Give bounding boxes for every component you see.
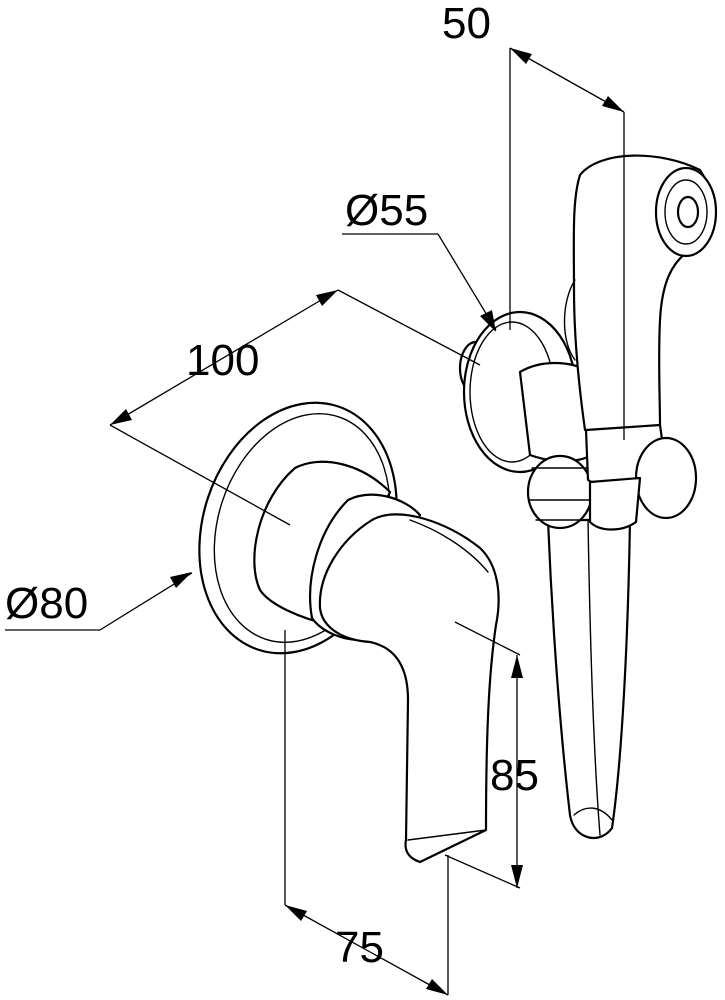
- mixer-lever: [318, 513, 500, 864]
- shower-hose: [546, 518, 632, 839]
- dimension-d55-label: Ø55: [345, 186, 428, 235]
- dimension-d80-label: Ø80: [5, 579, 88, 628]
- dimension-d55: [342, 233, 497, 332]
- dimension-75: [284, 630, 449, 996]
- dimension-85-label: 85: [490, 751, 539, 800]
- dimension-100-label: 100: [186, 336, 259, 385]
- dimension-d80: [5, 572, 193, 631]
- dimension-50: [509, 47, 625, 440]
- dimension-100: [109, 289, 481, 526]
- hand-shower-wall-bracket: [458, 310, 602, 530]
- dimension-50-label: 50: [442, 0, 491, 48]
- dimension-75-label: 75: [335, 923, 384, 972]
- hand-shower: [563, 154, 718, 531]
- dimension-85: [444, 621, 523, 889]
